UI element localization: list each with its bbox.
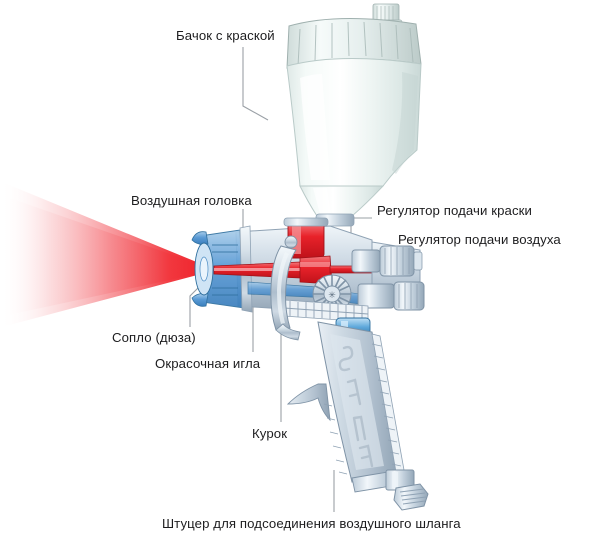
label-paint-needle: Окрасочная игла — [155, 356, 261, 371]
handle — [286, 321, 405, 493]
label-paint-regulator: Регулятор подачи краски — [377, 203, 533, 218]
trigger — [270, 235, 301, 341]
leader-cup — [242, 47, 269, 121]
brand-embossing — [338, 345, 374, 468]
paint-regulator-knob — [351, 245, 423, 277]
label-air-hose-fitting: Штуцер для подсоединения воздушного шлан… — [162, 516, 461, 531]
label-air-regulator: Регулятор подачи воздуха — [398, 232, 561, 247]
air-head — [191, 225, 253, 313]
air-regulator-knob — [357, 281, 425, 311]
label-trigger: Курок — [252, 426, 288, 441]
label-paint-cup: Бачок с краской — [176, 28, 275, 43]
label-air-head: Воздушная головка — [131, 193, 252, 208]
spray-fan — [2, 182, 216, 327]
svg-text:✳: ✳ — [328, 291, 336, 301]
gun-body: ✳ — [191, 217, 425, 339]
air-hose-fitting — [385, 469, 429, 511]
paint-cup — [286, 3, 422, 227]
label-nozzle: Сопло (дюза) — [112, 330, 196, 345]
